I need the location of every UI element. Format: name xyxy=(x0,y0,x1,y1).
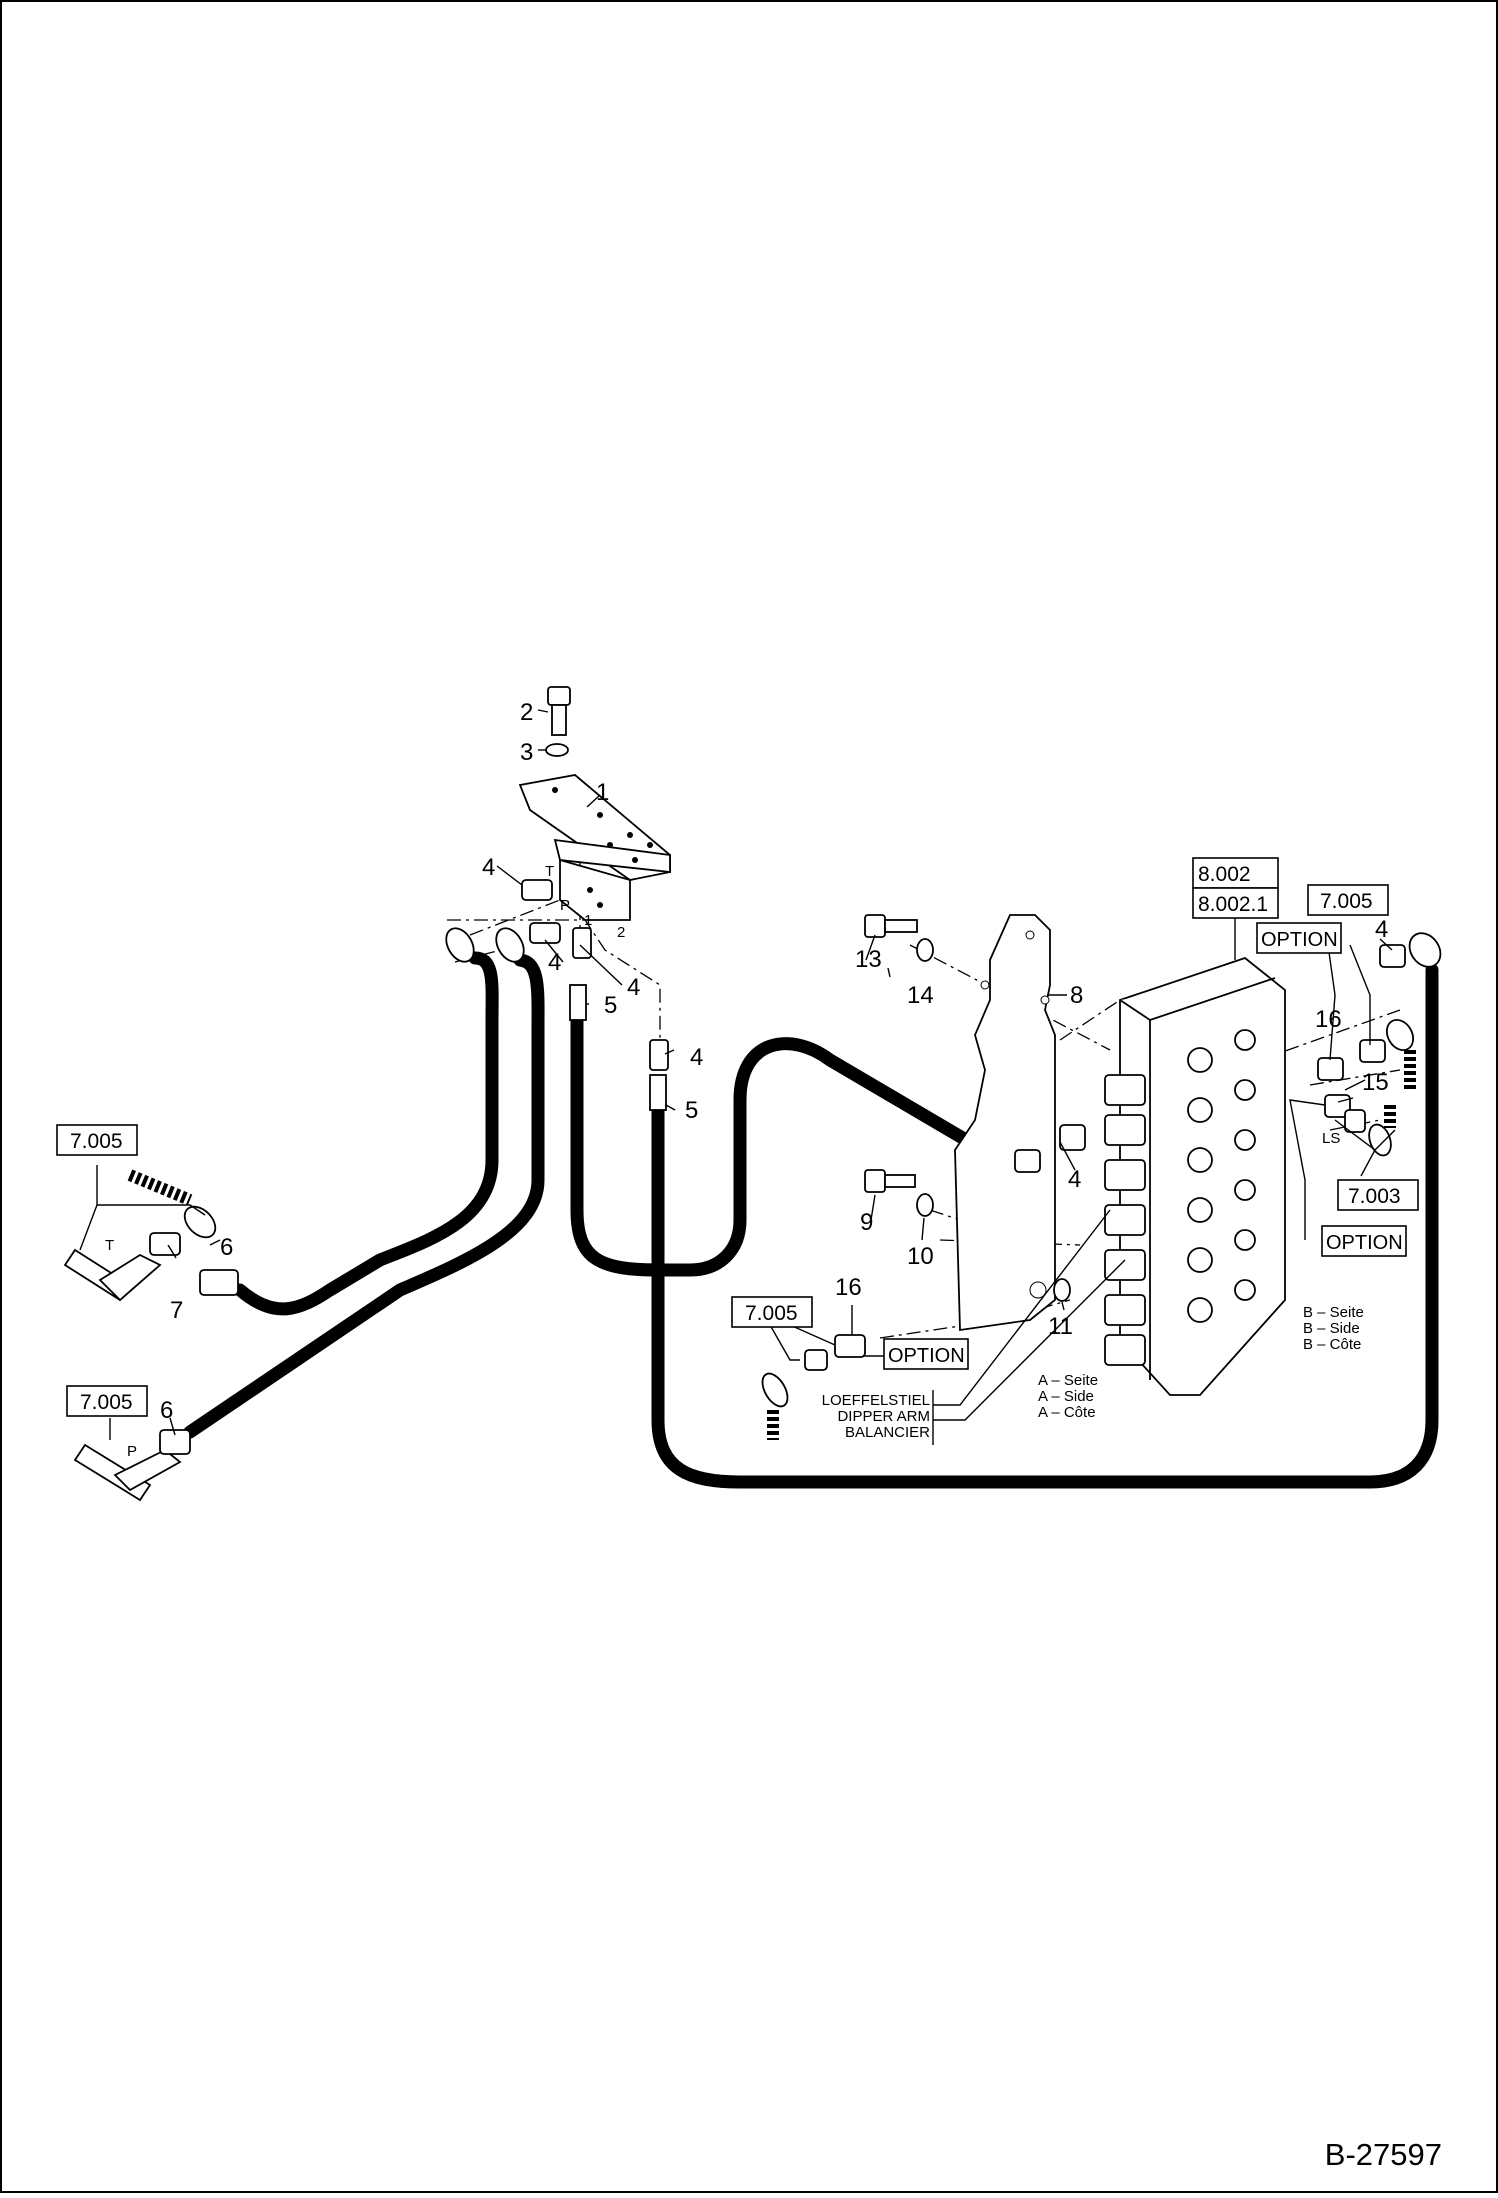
lower-fittings xyxy=(761,1334,866,1408)
washer-10 xyxy=(916,1193,934,1217)
side-b-de: B – Seite xyxy=(1303,1304,1364,1321)
dipper-arm-fr: BALANCIER xyxy=(845,1424,930,1441)
ref-7005-left: 7.005 xyxy=(70,1130,123,1153)
callout-4-e: 4 xyxy=(1068,1166,1081,1193)
ref-box-option-right: OPTION xyxy=(1321,1225,1407,1257)
callout-5-b: 5 xyxy=(685,1097,698,1124)
pedal-valve xyxy=(518,774,671,921)
bolt-9 xyxy=(864,1169,916,1193)
ref-80021: 8.002.1 xyxy=(1198,893,1268,916)
ref-box-7005-bottom: 7.005 xyxy=(731,1296,813,1328)
ref-7005-bottom: 7.005 xyxy=(745,1302,798,1325)
callout-16-bottom: 16 xyxy=(835,1274,862,1301)
option-bottom: OPTION xyxy=(888,1345,965,1367)
callout-15: 15 xyxy=(1362,1069,1389,1096)
leader-lines xyxy=(79,709,1396,1440)
ref-box-7005-right: 7.005 xyxy=(1307,884,1389,916)
right-fittings xyxy=(1317,932,1442,1157)
callout-7: 7 xyxy=(170,1297,183,1324)
valve-ports xyxy=(1187,1029,1256,1323)
bolt-2 xyxy=(547,686,571,736)
hose-d xyxy=(651,963,1439,1489)
callout-4-d: 4 xyxy=(690,1044,703,1071)
bracket-plate xyxy=(954,914,1056,1332)
option-right: OPTION xyxy=(1326,1232,1403,1254)
ref-7005-right: 7.005 xyxy=(1320,890,1373,913)
callout-4-a: 4 xyxy=(482,854,495,881)
callout-14: 14 xyxy=(907,982,934,1009)
callout-4-b: 4 xyxy=(548,949,561,976)
ref-box-80021: 8.002.1 xyxy=(1192,887,1279,919)
side-b-fr: B – Côte xyxy=(1303,1336,1361,1353)
callout-10: 10 xyxy=(907,1243,934,1270)
callout-16-right: 16 xyxy=(1315,1006,1342,1033)
port-2: 2 xyxy=(617,924,625,941)
hose-lines xyxy=(183,951,1439,1489)
callout-13: 13 xyxy=(855,946,882,973)
fittings-4-pedal xyxy=(521,879,669,1071)
ref-8002: 8.002 xyxy=(1198,863,1251,886)
washer-11 xyxy=(1053,1278,1071,1302)
side-a-en: A – Side xyxy=(1038,1388,1094,1405)
control-valve-block xyxy=(1104,956,1286,1396)
callout-6-b: 6 xyxy=(160,1397,173,1424)
callout-11: 11 xyxy=(1048,1313,1073,1340)
port-t-left: T xyxy=(105,1237,114,1254)
side-b-en: B – Side xyxy=(1303,1320,1360,1337)
ref-7003: 7.003 xyxy=(1348,1185,1401,1208)
port-p-left: P xyxy=(127,1443,137,1460)
hose-ends-5 xyxy=(569,984,667,1111)
side-a-de: A – Seite xyxy=(1038,1372,1098,1389)
drawing-number: B-27597 xyxy=(1325,2137,1442,2172)
callout-numbers: 2 3 1 4 4 4 5 4 5 13 14 8 4 9 10 11 16 6… xyxy=(160,699,1389,1424)
port-p-pedal: P xyxy=(560,897,570,914)
hose-b xyxy=(183,953,545,1439)
callout-4-c: 4 xyxy=(627,974,640,1001)
ref-box-7005-lower-left: 7.005 xyxy=(66,1385,148,1417)
ref-box-option-top: OPTION xyxy=(1256,922,1342,954)
bolt-13 xyxy=(864,914,918,938)
ref-box-7005-left: 7.005 xyxy=(56,1124,138,1156)
fitting-4-plate xyxy=(1014,1124,1086,1173)
port-ls: LS xyxy=(1322,1130,1340,1147)
ref-7005-lower-left: 7.005 xyxy=(80,1391,133,1414)
hose-a xyxy=(233,951,499,1316)
side-b-labels: B – Seite B – Side B – Côte xyxy=(1303,1304,1364,1353)
side-a-fr: A – Côte xyxy=(1038,1404,1096,1421)
callout-9: 9 xyxy=(860,1209,873,1236)
hose-stubs xyxy=(127,1050,1416,1440)
left-tee-fittings xyxy=(63,1205,239,1502)
ref-box-7003: 7.003 xyxy=(1337,1179,1419,1211)
washer-14 xyxy=(916,938,934,962)
dipper-arm-en: DIPPER ARM xyxy=(837,1408,930,1425)
dipper-arm-label: LOEFFELSTIEL DIPPER ARM BALANCIER xyxy=(822,1390,934,1445)
hose-c xyxy=(570,1013,1007,1277)
ref-box-option-bottom: OPTION xyxy=(883,1338,969,1370)
dipper-arm-de: LOEFFELSTIEL xyxy=(822,1392,930,1409)
callout-3: 3 xyxy=(520,739,533,766)
port-1: 1 xyxy=(584,912,592,929)
port-labels: T P 1 2 T P LS xyxy=(105,863,1340,1460)
valve-spools xyxy=(1104,1074,1146,1366)
ref-box-8002: 8.002 xyxy=(1192,857,1279,889)
callout-2: 2 xyxy=(520,699,533,726)
side-a-labels: A – Seite A – Side A – Côte xyxy=(1038,1372,1098,1421)
port-t-pedal: T xyxy=(545,863,554,880)
callout-8: 8 xyxy=(1070,982,1083,1009)
callout-1: 1 xyxy=(596,779,609,806)
washer-3 xyxy=(545,743,569,757)
option-top: OPTION xyxy=(1261,929,1338,951)
hose-elbows xyxy=(445,927,525,963)
callout-5-a: 5 xyxy=(604,992,617,1019)
callout-4-f: 4 xyxy=(1375,916,1388,943)
callout-6-a: 6 xyxy=(220,1234,233,1261)
